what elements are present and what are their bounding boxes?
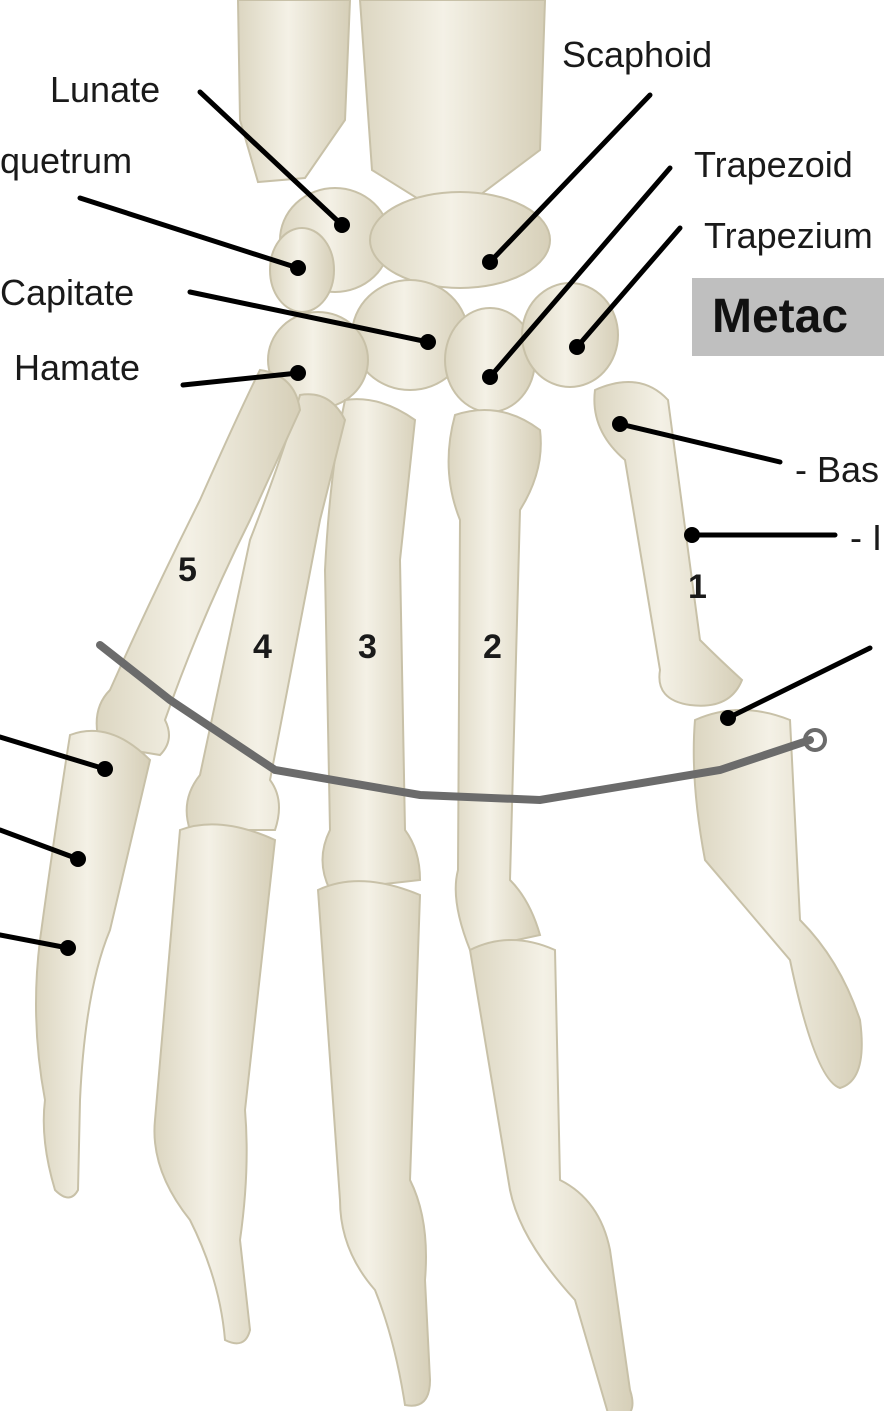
finger-2-phalanges	[470, 940, 633, 1411]
dot-scaphoid	[482, 254, 498, 270]
metacarpal-2	[449, 410, 541, 950]
leader-triquetrum	[80, 198, 298, 268]
dot-phalanx-3	[60, 940, 76, 956]
label-lunate: Lunate	[50, 72, 160, 108]
dot-phalanx-1	[97, 761, 113, 777]
trapezoid-bone	[445, 308, 535, 412]
dot-capitate	[420, 334, 436, 350]
metacarpal-number-4: 4	[253, 630, 272, 664]
metacarpal-number-2: 2	[483, 630, 502, 664]
dot-trapezoid	[482, 369, 498, 385]
label-shaft: - I	[850, 520, 882, 556]
metacarpals-banner: Metac	[692, 278, 884, 356]
phalanges	[36, 710, 862, 1411]
label-triquetrum: quetrum	[0, 143, 132, 179]
dot-base	[612, 416, 628, 432]
metacarpal-number-3: 3	[358, 630, 377, 664]
label-base: - Bas	[795, 452, 879, 488]
label-capitate: Capitate	[0, 275, 134, 311]
finger-3-phalanges	[318, 881, 430, 1406]
dot-shaft	[684, 527, 700, 543]
trapezium-bone	[522, 283, 618, 387]
dot-trapezium	[569, 339, 585, 355]
label-hamate: Hamate	[14, 350, 140, 386]
finger-5-phalanges	[36, 731, 150, 1198]
dot-lunate	[334, 217, 350, 233]
scaphoid-bone	[370, 192, 550, 288]
finger-4-phalanges	[154, 824, 275, 1343]
carpal-bones	[268, 188, 618, 412]
dot-phalanx-2	[70, 851, 86, 867]
metacarpal-number-1: 1	[688, 570, 707, 604]
leader-trapezium	[577, 228, 680, 347]
metacarpal-number-5: 5	[178, 553, 197, 587]
dot-triquetrum	[290, 260, 306, 276]
radius	[360, 0, 545, 200]
label-trapezoid: Trapezoid	[694, 147, 853, 183]
dot-head	[720, 710, 736, 726]
ulna	[238, 0, 350, 182]
dot-hamate	[290, 365, 306, 381]
leader-head	[728, 648, 870, 718]
label-scaphoid: Scaphoid	[562, 37, 712, 73]
label-trapezium: Trapezium	[704, 218, 873, 254]
